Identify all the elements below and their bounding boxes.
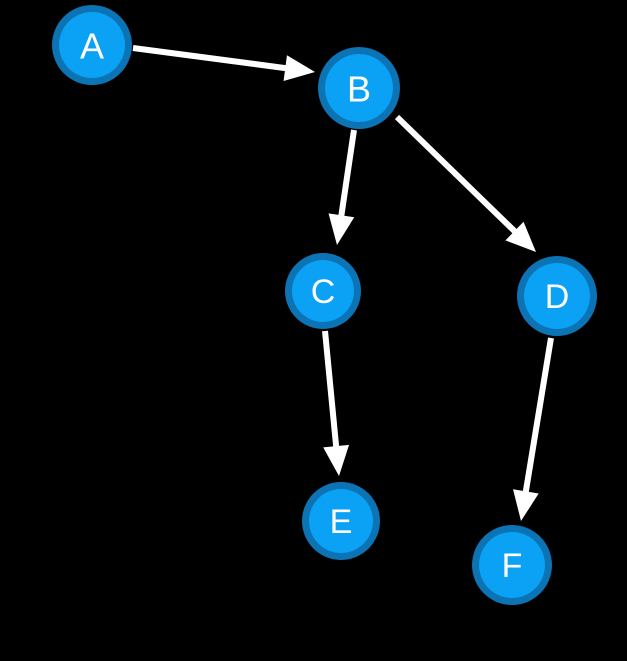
graph-node-a[interactable]: A (52, 5, 132, 85)
node-core (479, 532, 545, 598)
edge-line (394, 114, 519, 236)
graph-node-b[interactable]: B (318, 47, 400, 129)
edge-c-to-e (322, 330, 350, 476)
edge-line (132, 45, 289, 72)
edge-a-to-b (132, 45, 315, 81)
edge-b-to-c (328, 129, 357, 245)
edges-layer (132, 45, 554, 521)
node-label: F (502, 547, 523, 585)
edge-line (522, 337, 554, 495)
edge-line (322, 330, 340, 450)
node-core (309, 489, 373, 553)
nodes-layer: A B C D E F (52, 5, 597, 605)
node-label: B (347, 69, 371, 110)
node-core (325, 54, 393, 122)
arrowhead-icon (513, 489, 539, 521)
arrowhead-icon (283, 55, 315, 81)
graph-node-e[interactable]: E (302, 482, 380, 560)
edge-line (337, 129, 357, 219)
arrowhead-icon (328, 213, 355, 245)
arrowhead-icon (505, 221, 536, 252)
arrowhead-icon (323, 444, 350, 476)
graph-node-d[interactable]: D (517, 256, 597, 336)
graph-node-f[interactable]: F (472, 525, 552, 605)
node-label: D (545, 278, 570, 316)
node-core (59, 12, 125, 78)
graph-node-c[interactable]: C (285, 253, 361, 329)
edge-d-to-f (513, 337, 554, 521)
node-label: E (330, 503, 353, 541)
node-core (524, 263, 590, 329)
node-label: A (80, 26, 104, 67)
node-label: C (311, 273, 336, 311)
node-core (292, 260, 354, 322)
edge-b-to-d (394, 114, 536, 252)
